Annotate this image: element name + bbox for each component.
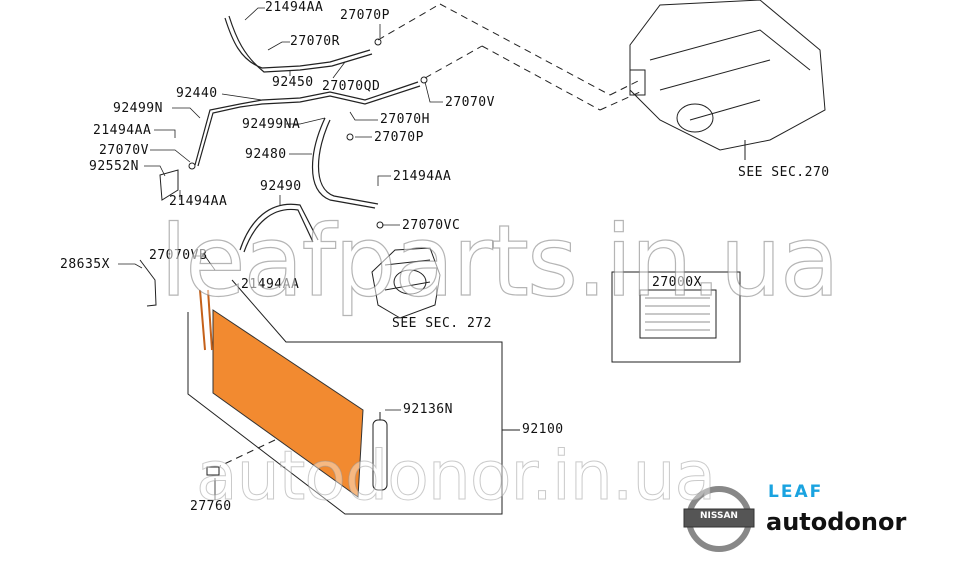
bracket-28635x bbox=[139, 259, 157, 307]
part-label: 92100 bbox=[522, 422, 564, 437]
part-label: 27760 bbox=[190, 499, 232, 514]
condenser bbox=[212, 309, 364, 498]
part-label: 21494AA bbox=[241, 277, 300, 292]
bracket-27760 bbox=[206, 466, 220, 476]
o-rings bbox=[188, 38, 428, 229]
part-label: 27070QD bbox=[322, 79, 381, 94]
part-label: 27070P bbox=[374, 130, 424, 145]
part-label: 92480 bbox=[245, 147, 287, 162]
part-label: 21494AA bbox=[169, 194, 228, 209]
part-label: 27070V bbox=[99, 143, 149, 158]
part-label: 92136N bbox=[403, 402, 453, 417]
part-label: 27070H bbox=[380, 112, 430, 127]
compressor bbox=[371, 247, 441, 319]
part-label: 92490 bbox=[260, 179, 302, 194]
part-label: 92450 bbox=[272, 75, 314, 90]
label-box-27000x bbox=[611, 271, 741, 363]
part-label: 21494AA bbox=[93, 123, 152, 138]
part-label: 92440 bbox=[176, 86, 218, 101]
part-label: 92499NA bbox=[242, 117, 301, 132]
part-label: 92552N bbox=[89, 159, 139, 174]
part-label: 27070VC bbox=[402, 218, 461, 233]
bracket-92552n bbox=[159, 169, 179, 201]
part-label: 21494AA bbox=[393, 169, 452, 184]
assembly-outline bbox=[187, 279, 503, 515]
part-label: 27070V bbox=[445, 95, 495, 110]
part-label: 27070P bbox=[340, 8, 390, 23]
part-label: 27070VB bbox=[149, 248, 208, 263]
part-label: 27070R bbox=[290, 34, 340, 49]
part-label: 92499N bbox=[113, 101, 163, 116]
autodonor-brand: autodonor bbox=[766, 508, 907, 536]
part-label: 28635X bbox=[60, 257, 110, 272]
nissan-logo bbox=[683, 486, 755, 552]
hvac-unit bbox=[629, 0, 826, 160]
part-label: 21494AA bbox=[265, 0, 324, 15]
hoses bbox=[194, 15, 421, 253]
watermark-leafparts: leafparts.in.ua bbox=[159, 204, 840, 319]
nissan-logo-text: NISSAN bbox=[700, 511, 738, 521]
section-reference: SEE SEC.270 bbox=[738, 165, 830, 180]
watermark-autodonor: autodonor.in.ua bbox=[195, 437, 716, 517]
part-label: 27000X bbox=[652, 275, 702, 290]
section-reference: SEE SEC. 272 bbox=[392, 316, 492, 331]
leaf-brand: LEAF bbox=[768, 482, 824, 502]
leader-lines bbox=[118, 7, 443, 500]
